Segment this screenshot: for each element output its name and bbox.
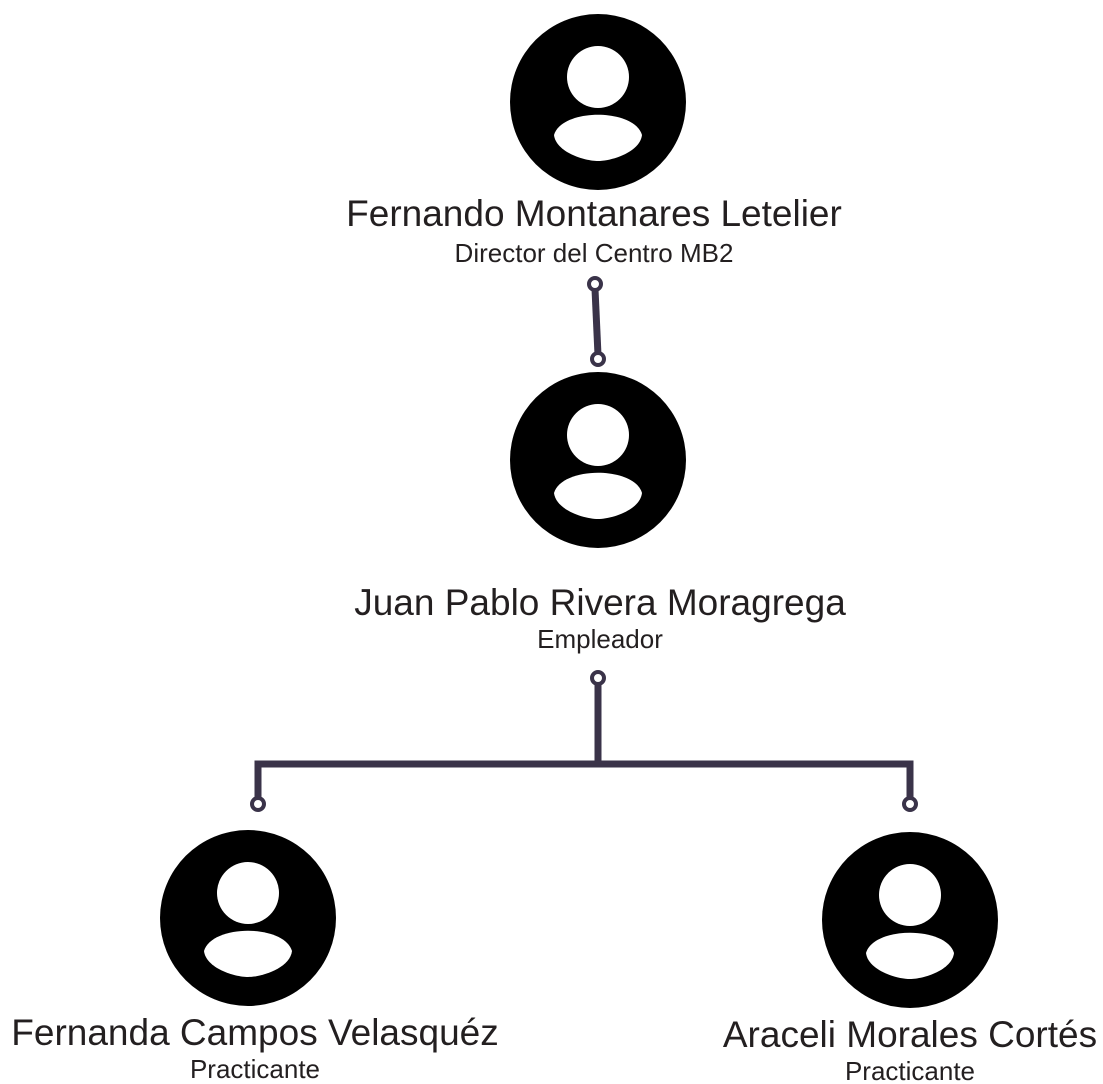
user-avatar-icon <box>510 14 686 190</box>
person-name: Fernanda Campos Velasquéz <box>11 1012 498 1053</box>
connector-dot-intern-left <box>250 796 266 812</box>
person-role: Empleador <box>537 624 663 654</box>
org-node-intern-left: Fernanda Campos Velasquéz Practicante <box>11 830 499 1084</box>
person-role: Director del Centro MB2 <box>455 238 734 268</box>
connector-employer-interns <box>250 670 918 812</box>
connector-dot-bottom <box>590 351 606 367</box>
connector-dot-intern-right <box>902 796 918 812</box>
user-avatar-icon <box>160 830 336 1006</box>
org-node-director: Fernando Montanares Letelier Director de… <box>346 14 842 268</box>
person-name: Araceli Morales Cortés <box>723 1014 1097 1055</box>
connector-dot-employer <box>590 670 606 686</box>
org-node-employer: Juan Pablo Rivera Moragrega Empleador <box>354 372 846 654</box>
user-avatar-icon <box>822 832 998 1008</box>
connector-director-employer <box>587 276 606 367</box>
person-role: Practicante <box>845 1056 975 1084</box>
person-name: Juan Pablo Rivera Moragrega <box>354 582 846 623</box>
person-name: Fernando Montanares Letelier <box>346 193 842 234</box>
connector-dot-top <box>587 276 603 292</box>
person-role: Practicante <box>190 1054 320 1084</box>
user-avatar-icon <box>510 372 686 548</box>
org-node-intern-right: Araceli Morales Cortés Practicante <box>723 832 1097 1084</box>
